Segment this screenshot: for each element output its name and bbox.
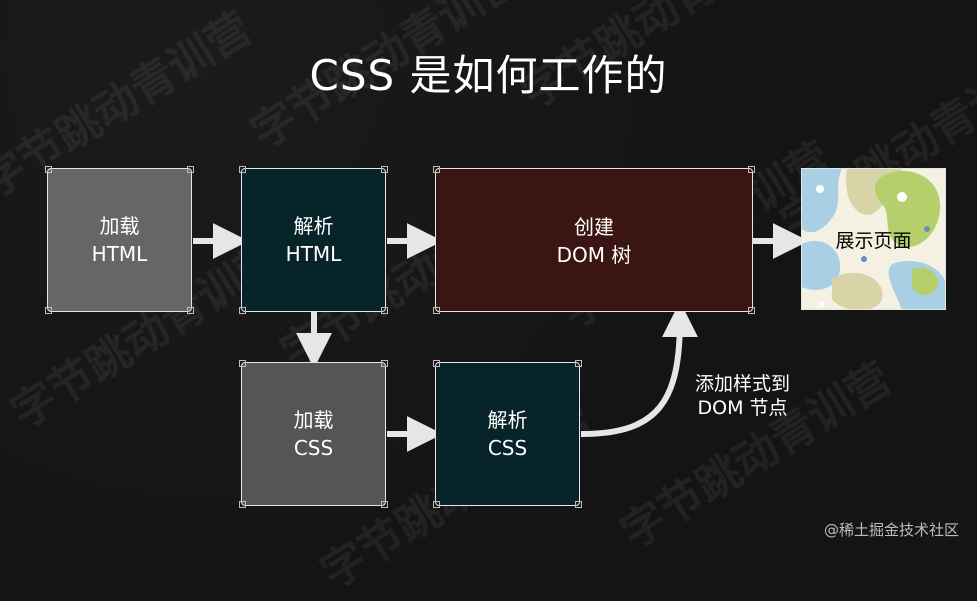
annotation-line: DOM 节点 <box>697 397 788 419</box>
page-preview-image <box>802 169 945 309</box>
annotation-line: 添加样式到 <box>694 373 790 395</box>
node-label: CSS <box>487 436 528 460</box>
flow-arrows <box>193 223 809 452</box>
node-label: 展示页面 <box>835 229 912 252</box>
node-label: 解析 <box>487 408 528 432</box>
source-credit: @稀土掘金技术社区 <box>823 521 959 539</box>
node-parse-css: 解析 CSS <box>433 360 582 508</box>
node-load-html: 加载 HTML <box>45 166 194 314</box>
node-label: 加载 <box>293 408 334 432</box>
node-label: CSS <box>293 436 334 460</box>
annotation-add-styles: 添加样式到 DOM 节点 <box>680 372 805 420</box>
node-parse-html: 解析 HTML <box>239 166 388 314</box>
node-load-css: 加载 CSS <box>239 360 388 508</box>
node-label: 加载 <box>99 214 140 238</box>
node-label: DOM 树 <box>556 243 632 267</box>
node-label: HTML <box>285 242 342 266</box>
arrow-parse-css-to-dom <box>580 301 698 437</box>
node-create-dom: 创建 DOM 树 <box>433 166 755 314</box>
node-label: 解析 <box>293 214 334 238</box>
node-label: 创建 <box>574 215 614 239</box>
slide-title: CSS 是如何工作的 <box>309 51 668 100</box>
node-label: HTML <box>91 242 148 266</box>
node-display-page: 展示页面 <box>801 168 946 310</box>
